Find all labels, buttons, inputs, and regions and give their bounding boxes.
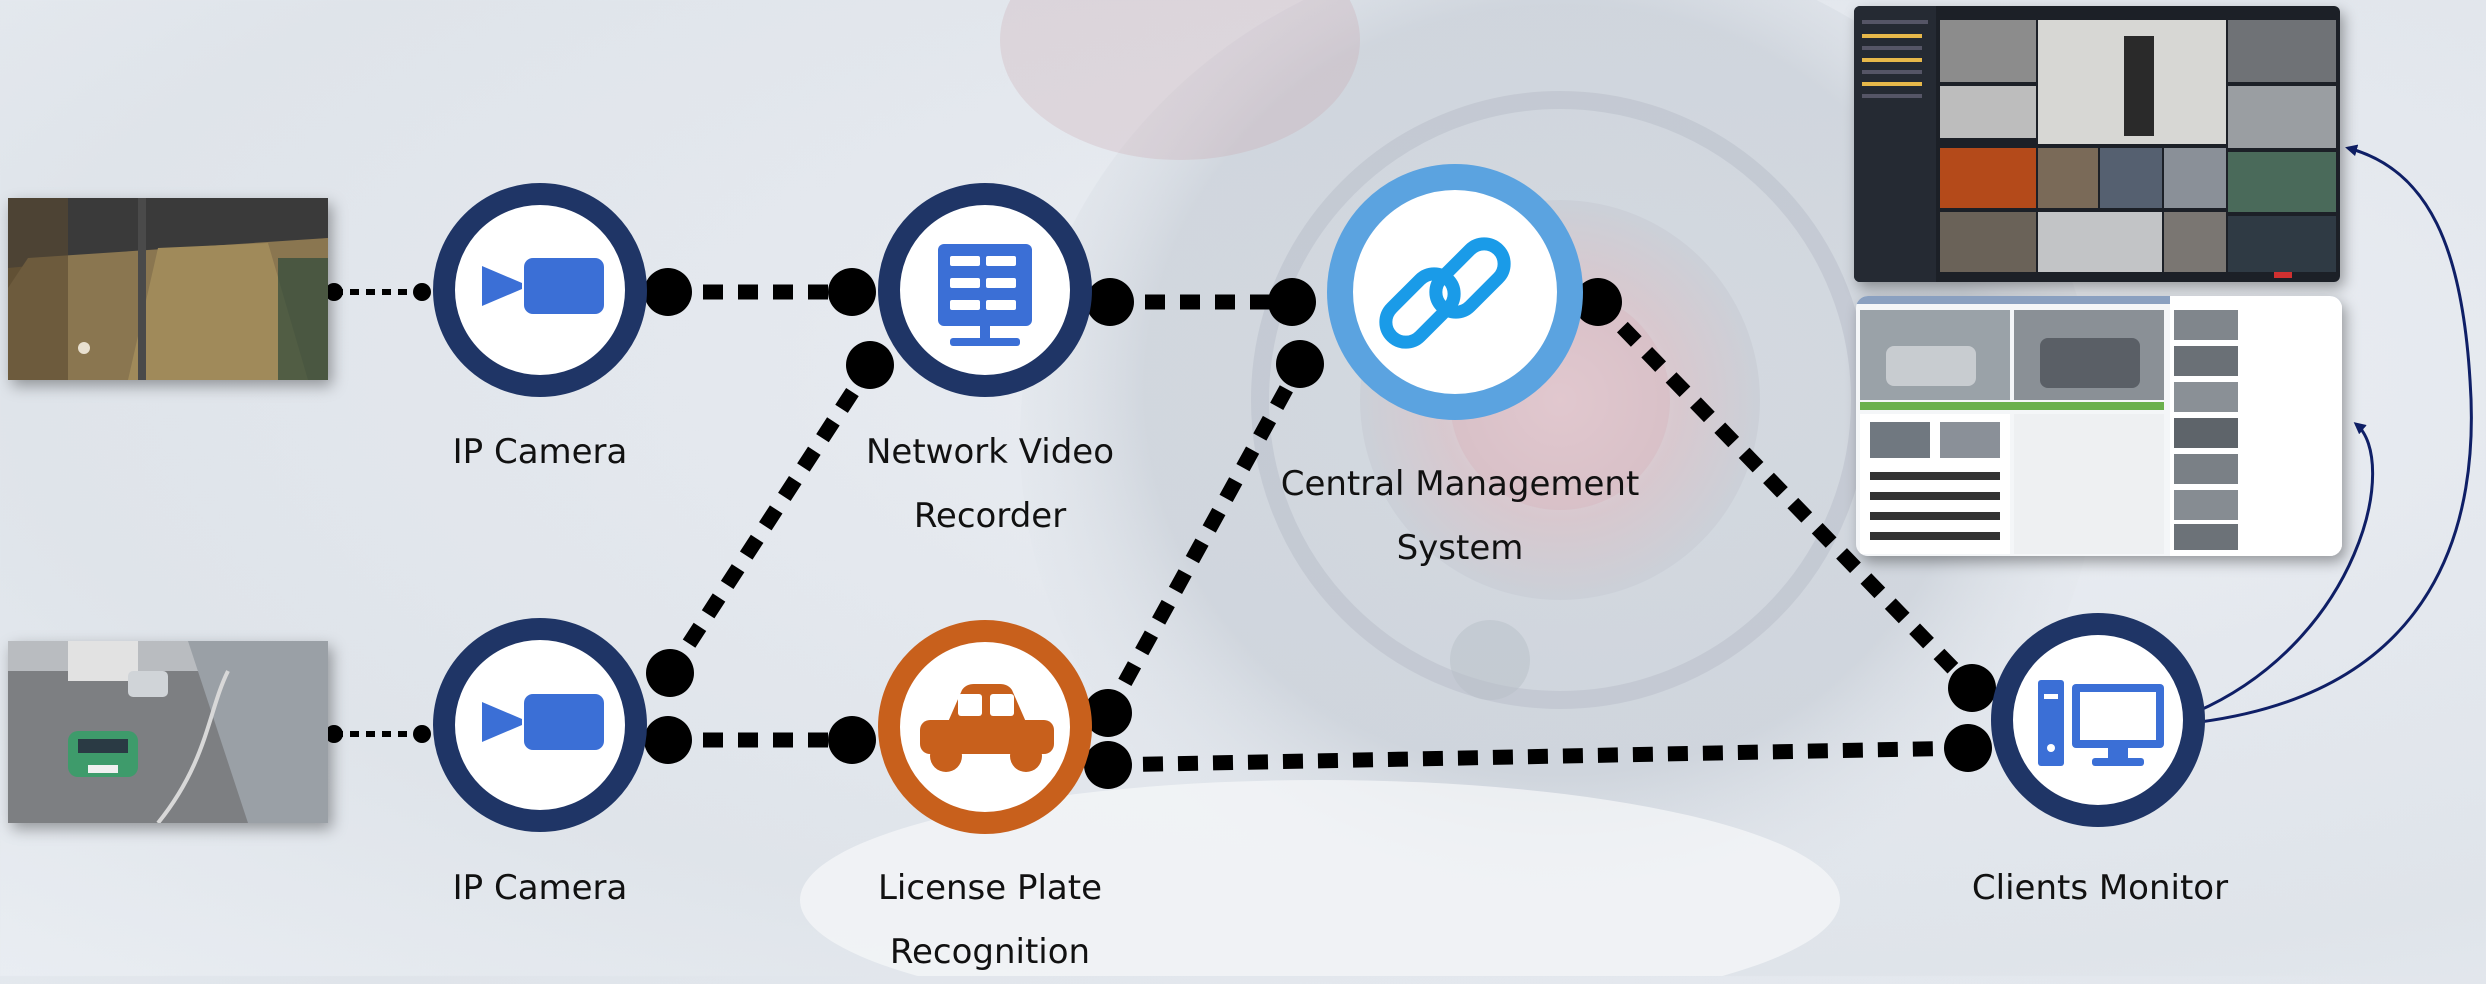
cms-label-line1: Central Management xyxy=(1280,464,1640,504)
server-rack-icon xyxy=(938,244,1032,346)
chain-link-icon xyxy=(1379,237,1511,349)
clients-monitor-node xyxy=(1991,613,2205,827)
lpr-label-line2: Recognition xyxy=(889,932,1091,972)
ip-camera-top-label: IP Camera xyxy=(400,420,680,484)
lpr-node xyxy=(878,620,1092,834)
lpr-label: License Plate Recognition xyxy=(820,856,1160,984)
connector-dots xyxy=(325,268,1996,789)
lpr-screenshot xyxy=(1856,296,2342,556)
connector-cms-clients xyxy=(1592,296,1978,694)
car-icon xyxy=(920,684,1054,772)
nvr-node xyxy=(878,183,1092,397)
ip-camera-top-label-text: IP Camera xyxy=(452,432,628,472)
video-camera-icon xyxy=(482,258,604,314)
arrow-to-vms-screen xyxy=(2199,144,2473,724)
ip-camera-bottom-label-text: IP Camera xyxy=(452,868,628,908)
connector-camera2-nvr xyxy=(663,360,877,678)
nvr-label-line2: Recorder xyxy=(913,496,1067,536)
lpr-label-line1: License Plate xyxy=(877,868,1103,908)
camera-feed-road-night xyxy=(8,198,328,380)
video-camera-icon xyxy=(482,694,604,750)
connector-lpr-cms xyxy=(1101,360,1307,717)
vms-screenshot xyxy=(1854,6,2340,282)
camera-feed-street-cars xyxy=(8,641,328,823)
cms-node xyxy=(1327,164,1583,420)
desktop-computer-icon xyxy=(2038,680,2164,766)
ip-camera-node-bottom xyxy=(433,618,647,832)
cms-label-line2: System xyxy=(1396,528,1524,568)
nvr-label: Network Video Recorder xyxy=(820,420,1160,548)
ip-camera-node-top xyxy=(433,183,647,397)
arrow-to-lpr-screen xyxy=(2195,422,2375,714)
connector-lpr-clients xyxy=(1107,740,1969,773)
cms-label: Central Management System xyxy=(1240,452,1680,580)
dotted-connectors xyxy=(334,284,1978,773)
nvr-label-line1: Network Video xyxy=(865,432,1115,472)
clients-monitor-label-text: Clients Monitor xyxy=(1971,868,2229,908)
ip-camera-bottom-label: IP Camera xyxy=(400,856,680,920)
clients-monitor-label: Clients Monitor xyxy=(1930,856,2270,920)
